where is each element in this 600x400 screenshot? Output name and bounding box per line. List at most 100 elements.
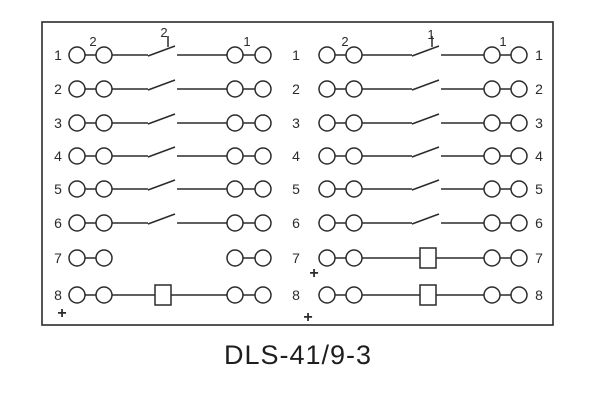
contact-blade [411,79,440,91]
contact-blade [411,113,440,125]
contact-blade [411,146,440,158]
row-number-label: 7 [292,250,300,266]
terminal-circle [318,249,336,267]
terminal-circle [68,214,86,232]
terminal-circle [345,249,363,267]
terminal-circle [95,114,113,132]
terminal-circle [226,80,244,98]
contact-blade [411,45,440,57]
contact-number-label: 1 [243,34,250,49]
terminal-circle [345,80,363,98]
row-number-label: 6 [54,215,62,231]
terminal-circle [318,180,336,198]
contact-blade [147,79,176,91]
contact-number-label: 2 [341,34,348,49]
row-number-label: 7 [54,250,62,266]
contact-blade [147,213,176,225]
terminal-circle [483,249,501,267]
row-number-label: 8 [535,287,543,303]
terminal-circle [318,147,336,165]
terminal-circle [510,46,528,64]
terminal-circle [68,286,86,304]
terminal-circle [95,180,113,198]
terminal-circle [318,214,336,232]
terminal-circle [68,249,86,267]
contact-blade [147,113,176,125]
terminal-circle [95,214,113,232]
contact-blade [411,179,440,191]
terminal-circle [510,147,528,165]
terminal-circle [483,286,501,304]
contact-number-label: 2 [89,34,96,49]
terminal-circle [483,114,501,132]
row-number-label: 6 [535,215,543,231]
terminal-circle [254,147,272,165]
contact-blade [147,45,176,57]
terminal-circle [226,114,244,132]
row-number-label: 4 [292,148,300,164]
contact-blade [147,146,176,158]
terminal-circle [254,286,272,304]
coil-symbol [419,284,437,306]
terminal-circle [510,286,528,304]
terminal-circle [318,114,336,132]
row-number-label: 3 [292,115,300,131]
terminal-circle [226,286,244,304]
terminal-circle [254,46,272,64]
row-number-label: 2 [292,81,300,97]
terminal-circle [254,114,272,132]
row-number-label: 5 [54,181,62,197]
row-number-label: 4 [54,148,62,164]
terminal-circle [68,46,86,64]
terminal-circle [345,147,363,165]
terminal-circle [318,286,336,304]
terminal-circle [254,214,272,232]
terminal-circle [510,114,528,132]
contact-blade [147,179,176,191]
terminal-circle [68,80,86,98]
terminal-circle [345,114,363,132]
terminal-circle [254,249,272,267]
terminal-circle [68,114,86,132]
row-number-label: 1 [54,47,62,63]
terminal-circle [226,147,244,165]
row-number-label: 2 [535,81,543,97]
terminal-circle [68,147,86,165]
contact-blade [411,213,440,225]
row-number-label: 1 [535,47,543,63]
terminal-circle [95,286,113,304]
row-number-label: 8 [54,287,62,303]
terminal-circle [95,249,113,267]
terminal-circle [95,147,113,165]
diagram-caption: DLS-41/9-3 [223,340,373,370]
polarity-plus-mark: + [309,265,318,282]
terminal-circle [483,214,501,232]
terminal-circle [68,180,86,198]
terminal-circle [226,46,244,64]
row-number-label: 2 [54,81,62,97]
contact-number-label: 1 [427,27,434,42]
terminal-circle [510,214,528,232]
terminal-circle [483,180,501,198]
coil-symbol [419,247,437,269]
row-number-label: 5 [535,181,543,197]
row-number-label: 4 [535,148,543,164]
polarity-plus-mark: + [57,305,66,322]
terminal-circle [345,214,363,232]
terminal-circle [318,80,336,98]
polarity-plus-mark: + [303,309,312,326]
terminal-circle [226,214,244,232]
contact-number-label: 2 [160,25,167,40]
terminal-circle [318,46,336,64]
row-number-label: 5 [292,181,300,197]
terminal-circle [483,46,501,64]
terminal-circle [254,180,272,198]
terminal-circle [483,80,501,98]
terminal-circle [510,180,528,198]
terminal-circle [95,46,113,64]
terminal-circle [95,80,113,98]
terminal-circle [226,249,244,267]
contact-number-label: 1 [499,34,506,49]
row-number-label: 8 [292,287,300,303]
